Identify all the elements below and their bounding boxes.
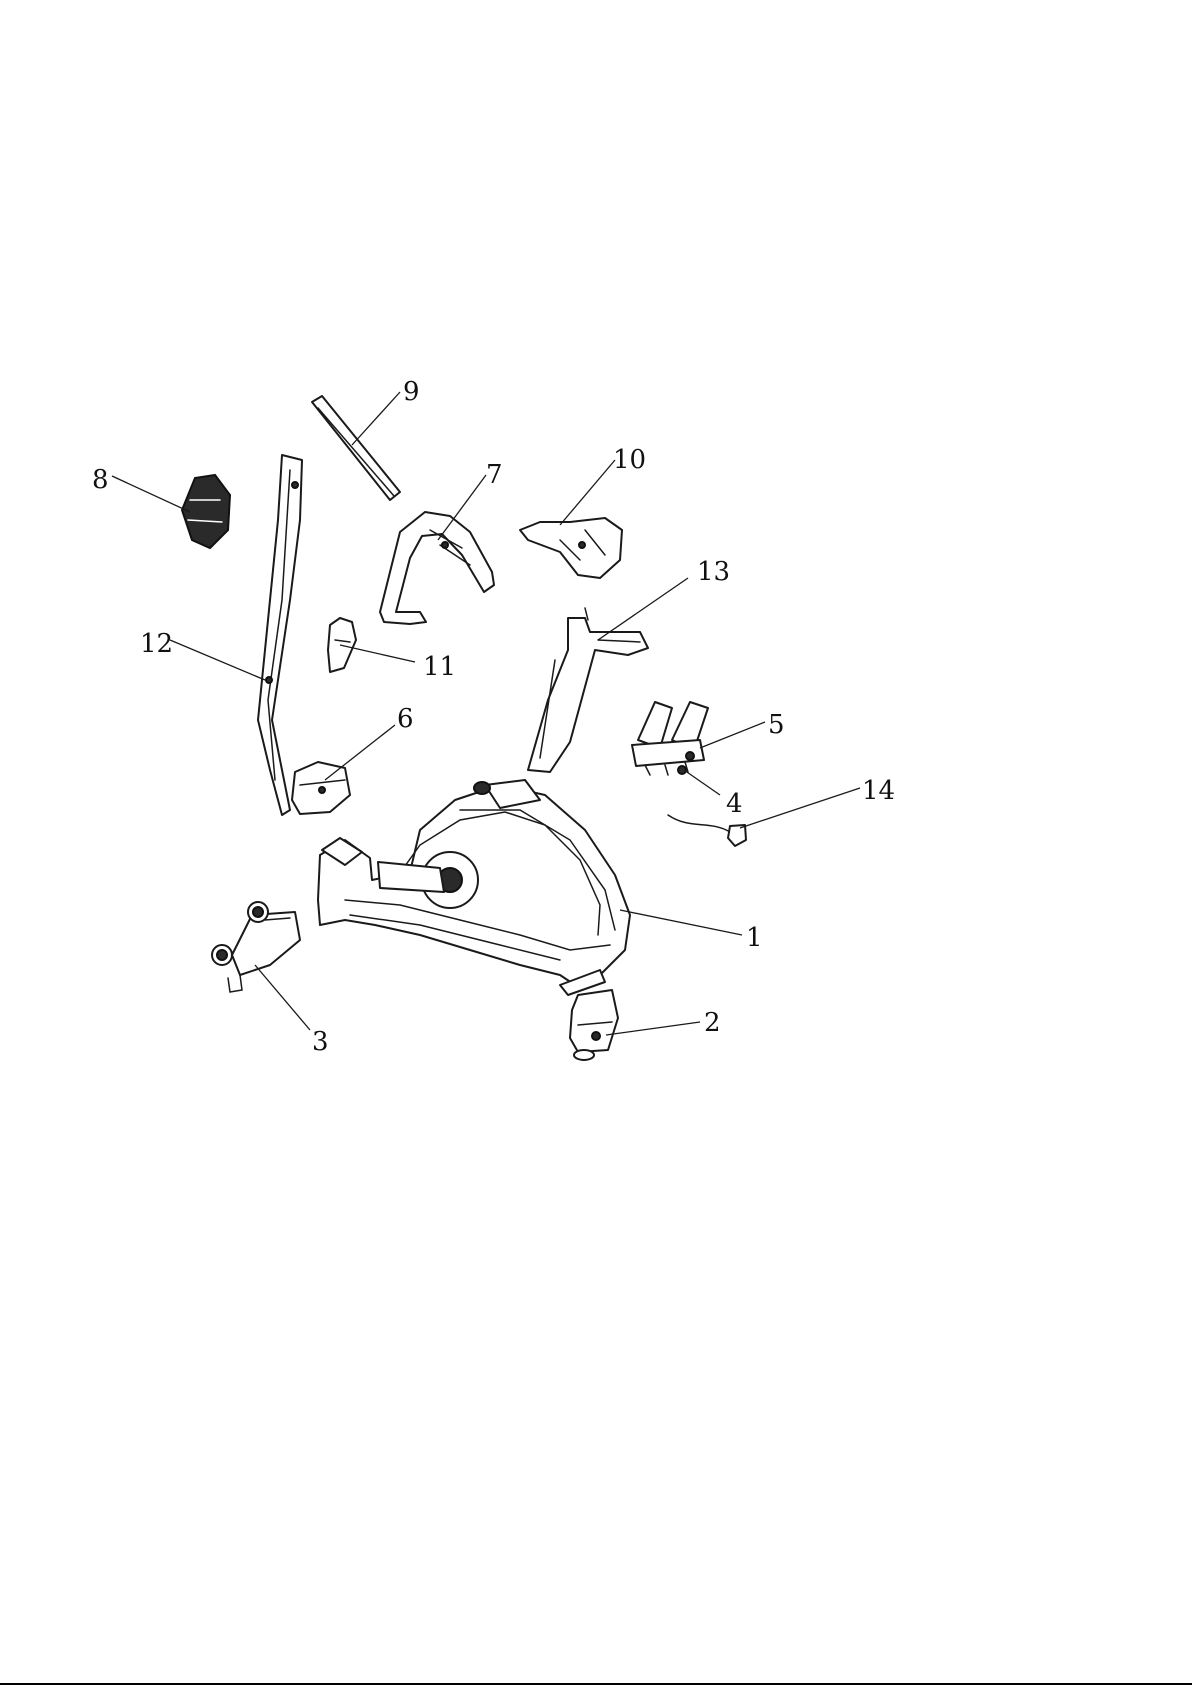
callout-4: 4 — [726, 789, 743, 819]
leader-9 — [352, 392, 400, 445]
leader-8 — [112, 476, 190, 512]
callout-2: 2 — [704, 1008, 721, 1038]
part-7-handlebar — [380, 512, 494, 624]
callout-6: 6 — [397, 704, 414, 734]
callout-1: 1 — [746, 923, 763, 953]
leader-4 — [684, 770, 720, 795]
part-13-seat-post — [528, 608, 648, 772]
leader-13 — [598, 578, 688, 640]
part-1-main-frame — [318, 780, 630, 995]
callout-13: 13 — [697, 557, 730, 587]
callout-9: 9 — [403, 377, 420, 407]
part-10-saddle — [520, 518, 622, 578]
leader-2 — [606, 1022, 700, 1035]
callout-11: 11 — [423, 652, 456, 682]
leader-12 — [170, 640, 265, 680]
leader-3 — [255, 965, 310, 1030]
leader-10 — [560, 460, 615, 525]
part-2-rear-stabilizer — [570, 990, 618, 1060]
leader-14 — [740, 788, 860, 828]
part-3-front-stabilizer — [212, 902, 300, 992]
leader-6 — [325, 725, 395, 780]
part-12-handlebar-post — [258, 455, 302, 815]
callout-5: 5 — [768, 710, 785, 740]
callout-12: 12 — [140, 629, 173, 659]
part-4-5-pedals — [632, 702, 708, 775]
part-9-post-cover — [312, 396, 400, 500]
leader-1 — [620, 910, 742, 935]
callout-8: 8 — [92, 465, 109, 495]
callout-3: 3 — [312, 1027, 329, 1057]
leader-5 — [700, 722, 765, 748]
part-6-cover — [292, 762, 350, 814]
callout-10: 10 — [613, 445, 646, 475]
part-14-sensor-cable — [668, 815, 746, 846]
callout-14: 14 — [862, 776, 895, 806]
callout-7: 7 — [486, 460, 503, 490]
